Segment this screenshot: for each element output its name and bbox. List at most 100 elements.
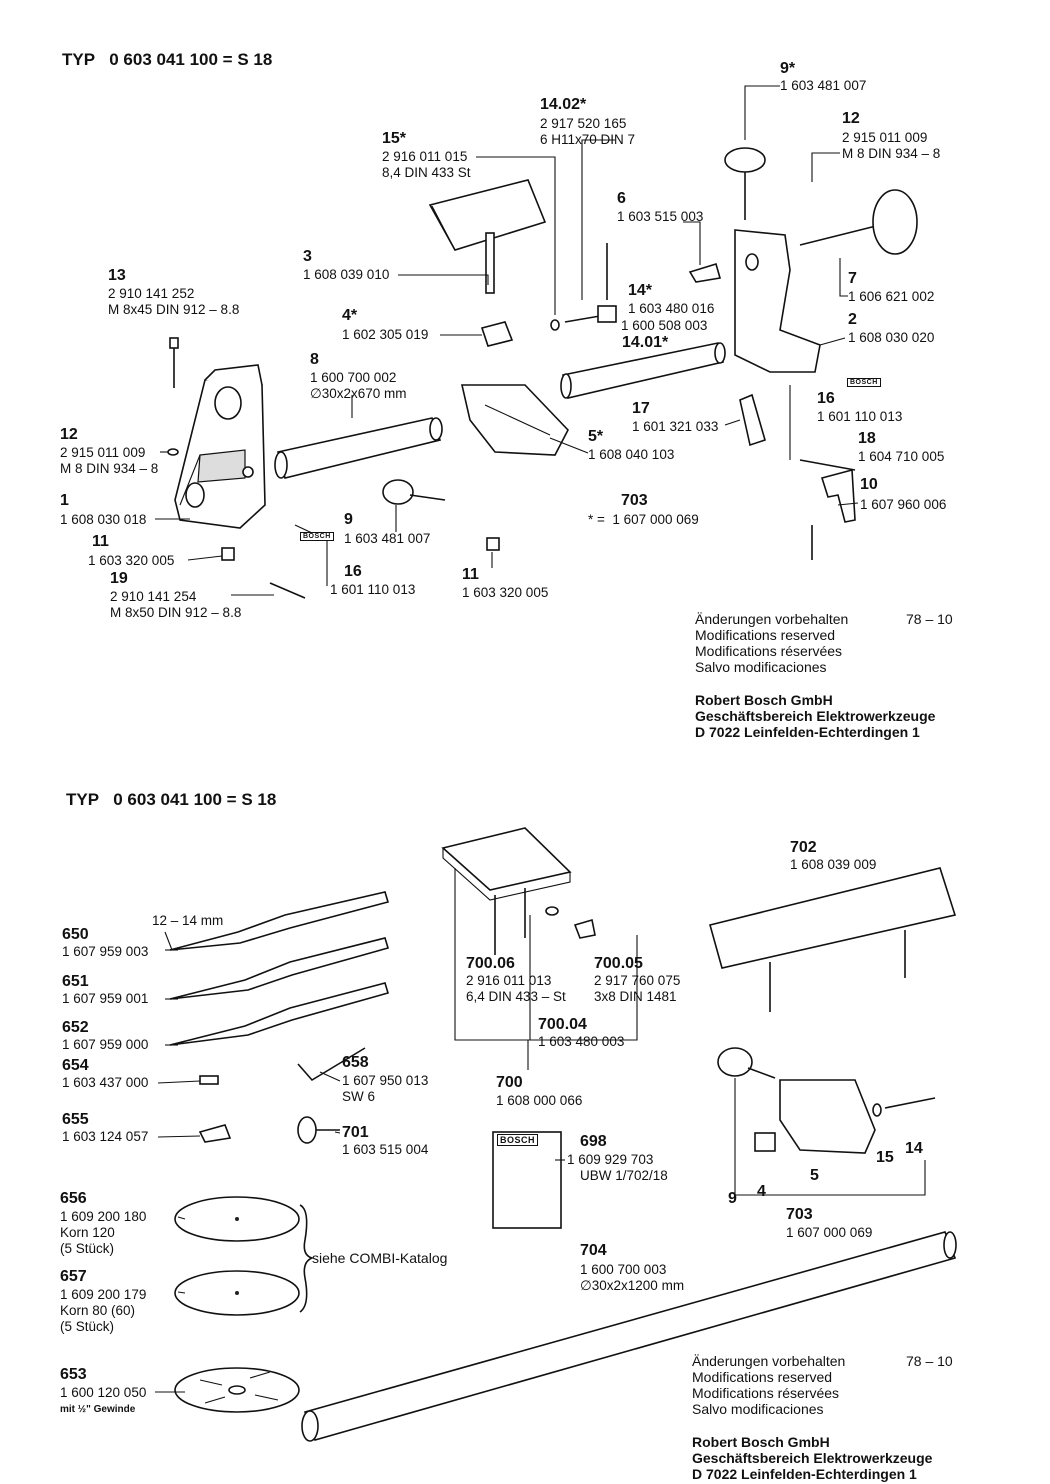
part-spec: 3x8 DIN 1481 [594,989,677,1004]
part-number-label: 3 [303,248,312,265]
part-code: 1 603 515 004 [342,1142,429,1157]
note-line: Salvo modificaciones [692,1401,824,1417]
bosch-badge: BOSCH [300,532,334,541]
part-spec: 6,4 DIN 433 – St [466,989,566,1004]
part-number-label: 657 [60,1268,87,1285]
part-number-label: 700.06 [466,955,515,972]
bracket-combi-drawing [299,1204,315,1313]
part-number-label: 13 [108,267,126,284]
edition-date: 78 – 10 [906,611,953,627]
part-qty: (5 Stück) [60,1319,115,1334]
part-number-label: 656 [60,1190,87,1207]
part-number-label: 1 [60,492,69,509]
part-code: 1 600 508 003 [621,318,708,333]
part-number-label: 654 [62,1057,89,1074]
part-spec: mit ½" Gewinde [60,1404,136,1415]
part-number-label: 9 [344,511,353,528]
company-line: Robert Bosch GmbH [695,692,833,708]
part-code: 1 608 039 010 [303,267,390,282]
part-number-label: 6 [617,190,626,207]
part-code: 1 606 621 002 [848,289,935,304]
part-code: 1 603 481 007 [344,531,431,546]
part-number-label: 703 [621,492,648,509]
bosch-manual-badge: BOSCH [497,1134,539,1146]
screw-19-drawing [269,582,306,599]
set-part-number: 5 [810,1167,819,1184]
part-code: 1 608 030 018 [60,512,147,527]
part-code: 1 603 480 016 [628,301,715,316]
part-code: 1 601 110 013 [330,582,416,597]
part-number-label: 658 [342,1054,369,1071]
part-code: 2 910 141 252 [108,286,195,301]
top-leader-lines [155,85,859,596]
set-part-number: 15 [876,1149,894,1166]
part-code: 1 603 320 005 [462,585,549,600]
part-number-label: 700.04 [538,1016,587,1033]
part-spec: 6 H11x70 DIN 7 [540,132,636,147]
part-number-label: 7 [848,270,857,287]
part-number-label: 15* [382,130,407,147]
part-number-label: 698 [580,1133,607,1150]
edition-date: 78 – 10 [906,1353,953,1369]
part-code: 1 608 030 020 [848,330,935,345]
part-spec: Korn 80 (60) [60,1303,136,1318]
set-part-number: 4 [757,1183,766,1200]
part-number-label: 8 [310,351,319,368]
tool-rest-702-drawing [709,867,957,1012]
part-number-label: 10 [860,476,878,493]
part-number-label: 703 [786,1206,813,1223]
size-note: 12 – 14 mm [152,913,224,928]
part-number-label: 704 [580,1242,607,1259]
part-number-label: 14* [628,282,653,299]
company-line: Robert Bosch GmbH [692,1434,830,1450]
company-line: D 7022 Leinfelden-Echterdingen 1 [692,1466,917,1482]
part-spec: UBW 1/702/18 [580,1168,668,1183]
tube-704-drawing [301,1231,957,1442]
part-code: 1 607 000 069 [786,1225,873,1240]
note-line: Modifications réservées [692,1385,840,1401]
tool-rest-holder-5-drawing [460,384,569,456]
part-code: 1 607 959 001 [62,991,149,1006]
centre-701-drawing [297,1116,340,1144]
part-number-label: 651 [62,973,89,990]
chisels-drawing [169,891,390,1046]
part-spec: ∅30x2x670 mm [310,386,407,401]
part-number-label: 12 [60,426,78,443]
note-line: Änderungen vorbehalten [695,611,849,627]
part-code: 1 609 200 179 [60,1287,147,1302]
screw-13-drawing [169,337,179,388]
part-number-label: 9* [780,60,796,77]
part-code: 1 600 120 050 [60,1385,147,1400]
part-spec: M 8 DIN 934 – 8 [60,461,159,476]
company-line: D 7022 Leinfelden-Echterdingen 1 [695,724,920,740]
part-code: 2 910 141 254 [110,589,197,604]
set-note: * = 1 607 000 069 [588,512,699,527]
part-qty: (5 Stück) [60,1241,115,1256]
part-number-label: 2 [848,311,857,328]
part-code: 1 602 305 019 [342,327,429,342]
company-line: Geschäftsbereich Elektrowerkzeuge [692,1450,933,1466]
company-line: Geschäftsbereich Elektrowerkzeuge [695,708,936,724]
part-code: 1 607 959 003 [62,944,149,959]
part-spec: ∅30x2x1200 mm [580,1278,685,1293]
hex-key-658-drawing [297,1047,366,1082]
part-number-label: 700 [496,1074,523,1091]
note-line: Modifications reserved [692,1369,833,1385]
part-code: 1 601 110 013 [817,409,903,424]
part-number-label: 18 [858,430,876,447]
part-code: 1 608 039 009 [790,857,877,872]
note-line: Salvo modificaciones [695,659,827,675]
part-code: 1 600 700 003 [580,1262,667,1277]
set-part-number: 9 [728,1190,737,1207]
nut-11-bottom-drawing [486,537,500,551]
part-code: 2 915 011 009 [60,445,146,460]
part-number-label: 5* [588,428,604,445]
knob-9-lower-drawing [382,479,446,505]
bosch-badge: BOSCH [847,378,881,387]
manual-698-drawing [492,1131,562,1229]
table-700-drawing [441,827,596,955]
part-code: 2 917 760 075 [594,973,681,988]
part-number-label: 16 [817,390,835,407]
part-spec: M 8x50 DIN 912 – 8.8 [110,605,242,620]
